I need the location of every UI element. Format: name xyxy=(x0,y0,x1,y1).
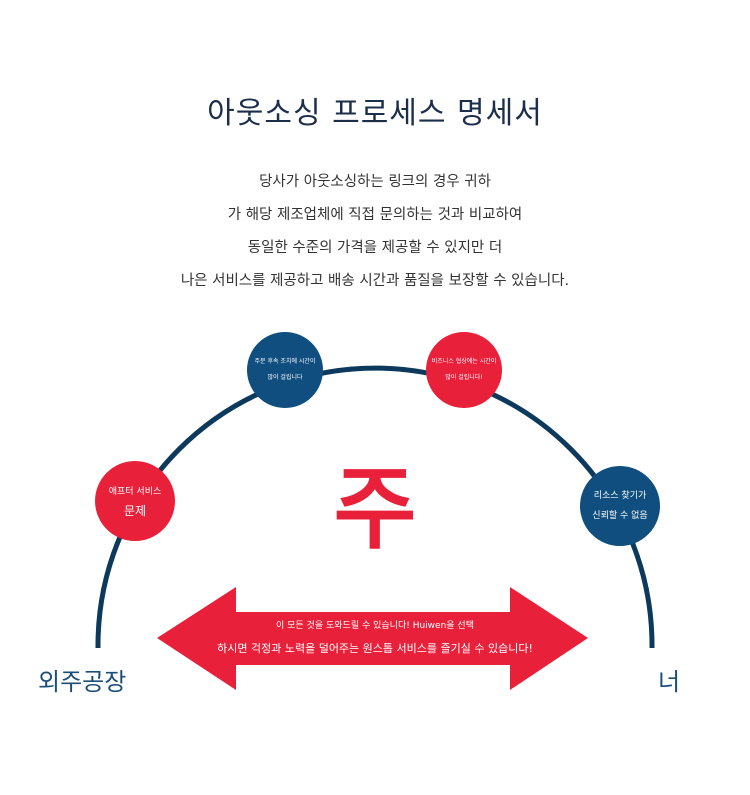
circle-text: 주문 후속 조치에 시간이 xyxy=(254,358,316,365)
description-line: 동일한 수준의 가격을 제공할 수 있지만 더 xyxy=(247,240,503,256)
circle-after-service: 애프터 서비스 문제 xyxy=(95,461,175,541)
label-factory: 외주공장 xyxy=(38,668,127,696)
circle-resources: 리소스 찾기가 신뢰할 수 없음 xyxy=(580,466,660,546)
description-line: 당사가 아웃소싱하는 링크의 경우 귀하 xyxy=(259,174,491,190)
circle-order-followup: 주문 후속 조치에 시간이 많이 걸립니다 xyxy=(247,332,323,408)
circle-text: 비즈니스 협상에는 시간이 xyxy=(431,358,497,365)
double-arrow xyxy=(157,587,588,690)
page-title: 아웃소싱 프로세스 명세서 xyxy=(207,96,543,131)
description-line: 가 해당 제조업체에 직접 문의하는 것과 비교하여 xyxy=(227,207,523,223)
description-line: 나은 서비스를 제공하고 배송 시간과 품질을 보장할 수 있습니다. xyxy=(180,273,570,289)
circle-text: 애프터 서비스 xyxy=(108,487,162,497)
circle-text: 많이 걸립니다! xyxy=(445,374,483,381)
description: 당사가 아웃소싱하는 링크의 경우 귀하 가 해당 제조업체에 직접 문의하는 … xyxy=(0,166,750,298)
circle-negotiation: 비즈니스 협상에는 시간이 많이 걸립니다! xyxy=(426,332,502,408)
arrow-text-line: 하시면 걱정과 노력을 덜어주는 원스톱 서비스를 즐기실 수 있습니다! xyxy=(217,642,533,655)
center-character: 주 xyxy=(333,457,417,562)
label-you: 너 xyxy=(658,668,681,696)
circle-text: 신뢰할 수 없음 xyxy=(592,511,648,521)
arrow-text-line: 이 모든 것을 도와드릴 수 있습니다! Huiwen을 선택 xyxy=(276,621,474,631)
circle-text: 문제 xyxy=(123,504,147,518)
circle-text: 리소스 찾기가 xyxy=(593,491,647,501)
circle-text: 많이 걸립니다 xyxy=(267,374,303,381)
